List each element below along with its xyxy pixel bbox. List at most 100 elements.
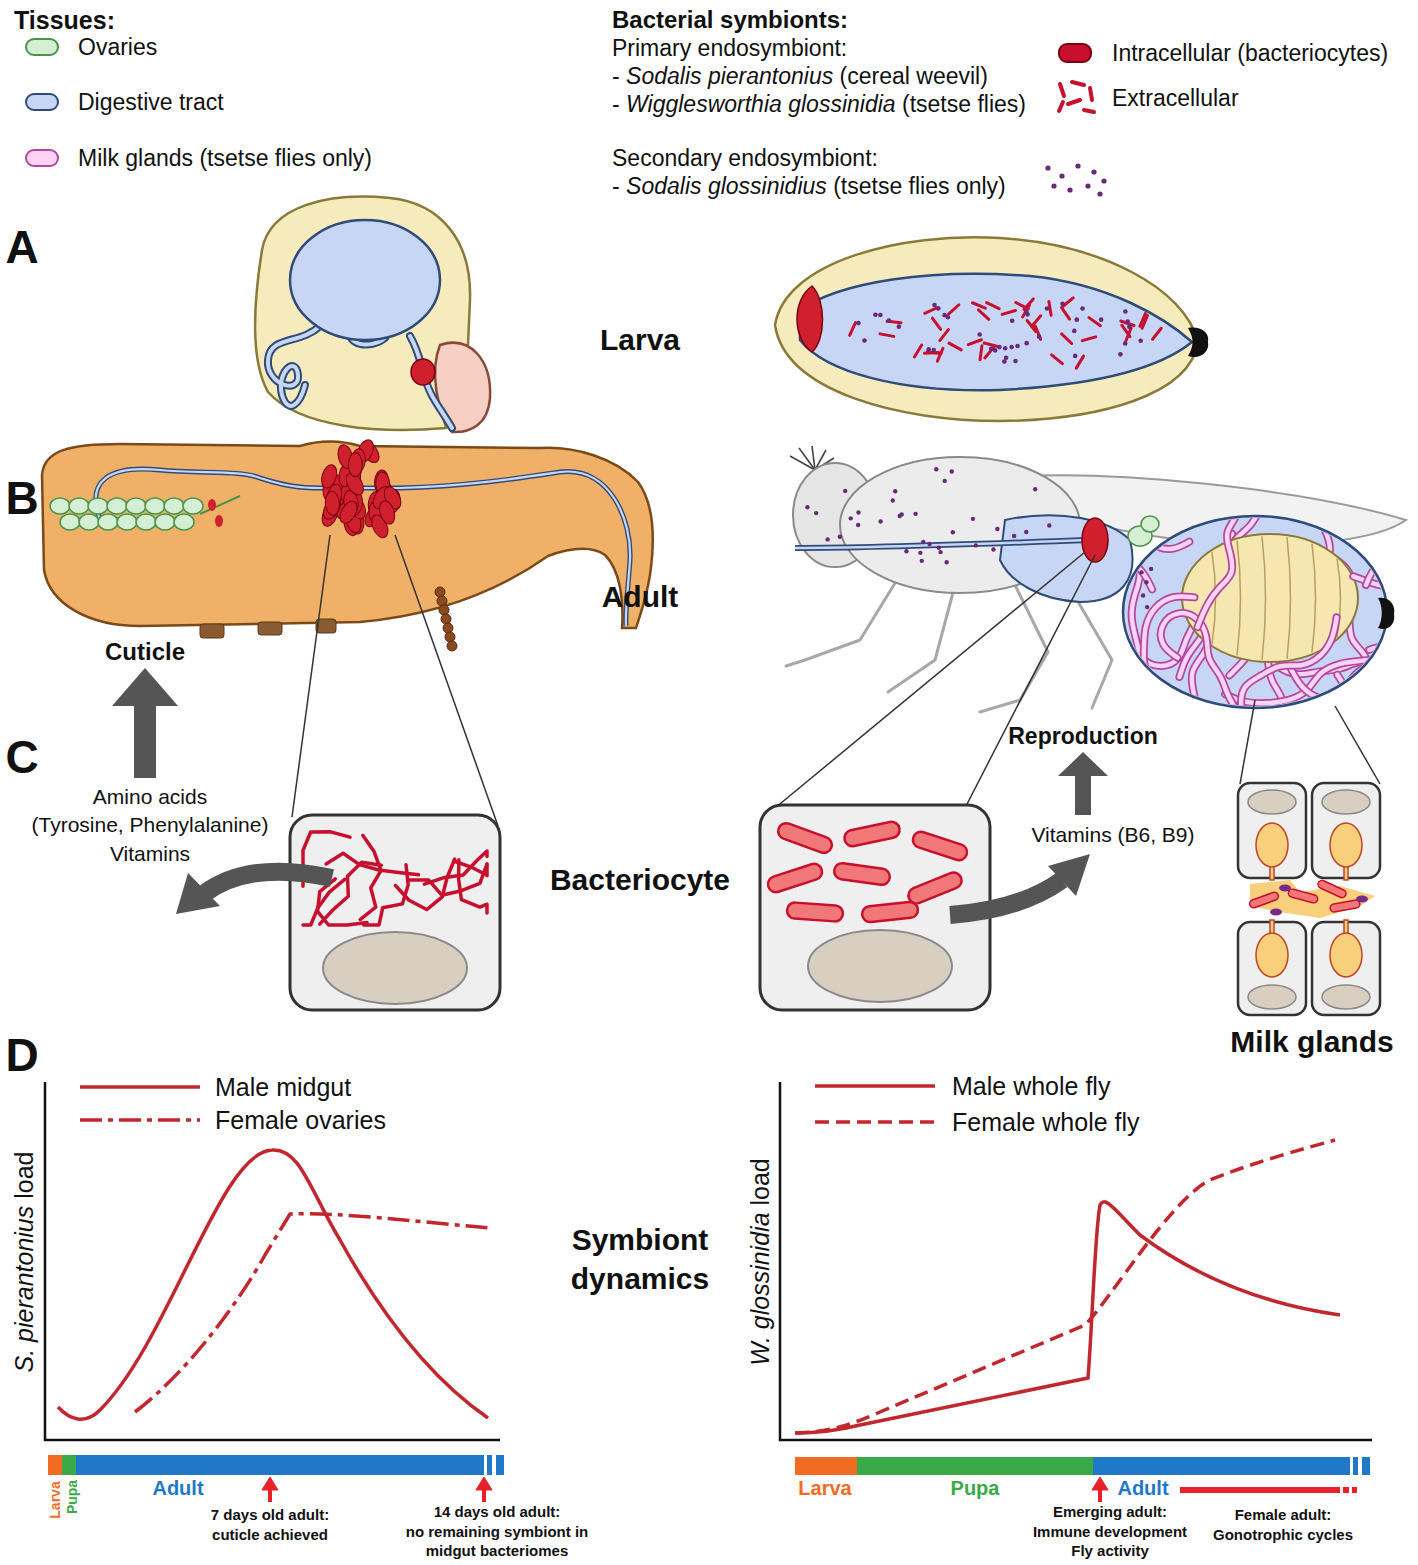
secondary-symbionts [920, 559, 924, 563]
tsetse-larva [1188, 328, 1208, 357]
extracellular-symbionts [1009, 345, 1014, 350]
extracellular-symbionts [862, 338, 867, 343]
weevil-antenna [445, 632, 455, 642]
bacteriocyte-cell [808, 930, 952, 1002]
extracellular-symbionts [1024, 309, 1029, 314]
weevil-antenna [441, 614, 451, 624]
weevil-larva [411, 359, 435, 385]
secondary-symbionts [891, 498, 895, 502]
fly-bristle [790, 456, 815, 470]
stage-label: Larva [798, 1477, 851, 1500]
tsetse-adult [795, 540, 1090, 548]
secondary-symbionts [814, 511, 818, 515]
text-run: - [612, 173, 626, 199]
milk-gland-tubule [1050, 376, 1418, 822]
secondary-symbiont-sample [1085, 183, 1090, 188]
tsetse-adult [786, 376, 1418, 822]
ovaries [79, 514, 99, 530]
timeline-bar [857, 1457, 1093, 1475]
axis-label: S. pierantonius load [10, 1152, 39, 1373]
panel-letter: C [5, 731, 38, 784]
extracellular-sample [1059, 102, 1063, 111]
secondary-symbiont-sample [1101, 178, 1106, 183]
chart-legend-sample [815, 1084, 935, 1088]
weevil-leg [200, 624, 224, 638]
fly-leg [888, 585, 955, 692]
secondary-symbiont-sample [1045, 165, 1050, 170]
legend-text: Ovaries [78, 34, 157, 60]
flow-arrow [950, 880, 1062, 915]
milk-gland-cell [1322, 985, 1370, 1009]
milk-gland-tubule [1353, 477, 1418, 593]
intracellular-symbiont [766, 862, 824, 895]
milk-gland-cell [1249, 891, 1280, 909]
secondary-symbionts [904, 549, 908, 553]
secondary-symbionts [943, 479, 947, 483]
extracellular-symbionts [1138, 339, 1143, 344]
extracellular-symbionts [937, 348, 943, 361]
timeline-bar [48, 1455, 1370, 1493]
extracellular-symbionts [1024, 299, 1033, 309]
text-run: (tsetse flies only) [827, 173, 1006, 199]
milk-gland-tubule [1353, 477, 1418, 593]
secondary-symbiont-sample [1051, 183, 1056, 188]
milk-gland-tubule [1132, 399, 1418, 818]
text-run: Fly activity [1033, 1541, 1187, 1561]
milk-gland-cell [1356, 896, 1368, 903]
timeline-bar [1362, 1457, 1370, 1475]
milk-gland-cell [1312, 783, 1380, 878]
secondary-symbionts [1033, 487, 1037, 491]
milk-gland-cell [1317, 879, 1348, 899]
weevil-larva [290, 220, 440, 340]
secondary-symbionts [856, 510, 860, 514]
timeline-bar [48, 1455, 62, 1475]
milk-gland-cell [1256, 933, 1288, 977]
weevil-antenna [439, 605, 449, 615]
secondary-symbiont-sample [1067, 187, 1072, 192]
larva-segment [1262, 536, 1266, 659]
text-run: - [612, 63, 626, 89]
weevil-adult [42, 437, 653, 651]
extracellular-symbionts [932, 303, 937, 308]
text-run: 14 days old adult: [406, 1502, 589, 1522]
text-run: Sodalis pierantonius [626, 63, 833, 89]
text-run: cuticle achieved [211, 1524, 329, 1544]
nutrient-label: Vitamins (B6, B9) [1031, 823, 1194, 847]
ovaries [200, 496, 240, 514]
weevil-antenna [435, 587, 457, 651]
tsetse-larva [775, 237, 1198, 421]
extracellular-symbionts [1118, 352, 1123, 357]
flow-arrow [112, 668, 1108, 915]
weevil-adult [96, 469, 630, 626]
secondary-symbiont-sample [1097, 191, 1102, 196]
extracellular-symbionts [1024, 341, 1029, 346]
chart-curve [58, 1150, 488, 1419]
fly-ovary [1141, 516, 1159, 532]
extracellular-symbionts [1073, 354, 1078, 359]
milk-gland-tubule [1145, 399, 1239, 549]
extracellular-symbionts [936, 306, 941, 311]
milk-gland-cell [1249, 879, 1361, 913]
weevil-larva [410, 336, 452, 428]
leader-line [775, 552, 1085, 808]
extracellular-symbionts [1052, 355, 1063, 364]
secondary-symbionts [1139, 570, 1143, 574]
timeline-bar [76, 1455, 484, 1475]
chart-legend-sample [80, 1085, 200, 1089]
intracellular-symbiont [360, 835, 381, 919]
timeline-arrow [1092, 1477, 1108, 1490]
chart-curve [795, 1202, 1340, 1433]
extracellular-symbionts [978, 310, 988, 319]
extracellular-symbionts [1027, 321, 1036, 332]
extracellular-symbionts [897, 324, 902, 329]
extracellular-symbionts [1037, 334, 1042, 339]
milk-gland-cell [1238, 783, 1380, 1015]
extracellular-symbionts [1123, 309, 1128, 314]
stage-label: Adult [152, 1477, 203, 1500]
extracellular-symbionts [880, 334, 894, 336]
ovaries [98, 514, 118, 530]
extracellular-symbionts [1015, 344, 1020, 349]
extracellular-symbionts [850, 298, 1162, 368]
milk-gland-tubule [1161, 613, 1308, 789]
bacteriome [377, 499, 397, 526]
